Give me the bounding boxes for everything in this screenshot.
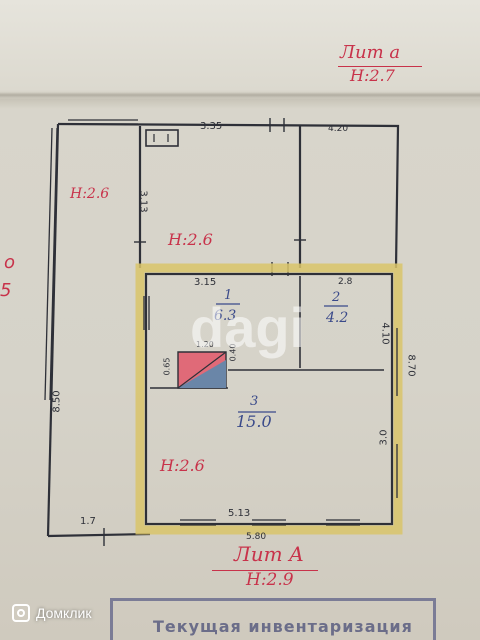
brand-name: Домклик: [36, 605, 92, 621]
main-house-fill: [135, 263, 403, 535]
edge-letter: о: [4, 252, 16, 273]
lit-a-big-label: Лит А: [234, 542, 305, 566]
room-1-number: 1: [224, 288, 233, 303]
brand-watermark: Домклик: [12, 604, 91, 622]
height-left-strip: Н:2.6: [70, 186, 110, 202]
fraction-lines: [216, 303, 348, 413]
window-top-left: [68, 119, 138, 125]
window-left: [44, 127, 58, 401]
dim-top-left: 3.35: [200, 121, 223, 132]
room-2-area: 4.2: [326, 310, 349, 326]
dim-bottom-left: 1.7: [80, 516, 96, 527]
dim-right-lower: 3.0: [378, 429, 390, 446]
height-veranda: Н:2.6: [168, 230, 213, 249]
lit-a-small-underline: [338, 66, 422, 67]
dim-stair-width: 1.20: [196, 340, 214, 349]
room-3-area: 15.0: [236, 412, 272, 431]
dim-stair-depth: 0.65: [162, 357, 172, 376]
dim-left-inner-vertical: 3.13: [137, 190, 149, 213]
domclick-logo-icon: [12, 604, 30, 622]
annex-walls: [46, 122, 400, 538]
watermark-center: dagi: [190, 296, 306, 359]
stove-icon: [177, 351, 227, 389]
dim-inner-top-right: 2.8: [338, 277, 353, 287]
height-main: Н:2.6: [160, 456, 205, 475]
main-house-walls: [144, 272, 394, 526]
dim-bottom-inner: 5.13: [228, 508, 251, 519]
dim-left-outer: 8.50: [51, 390, 63, 413]
edge-digit: 5: [0, 280, 12, 301]
dim-inner-top-left: 3.15: [194, 277, 217, 288]
lit-a-small-label: Лит а: [340, 42, 401, 63]
room-2-number: 2: [332, 290, 341, 305]
inventory-stamp: Текущая инвентаризация: [110, 598, 436, 640]
room-1-area: 6.3: [214, 308, 237, 324]
dim-top-right: 4.20: [328, 124, 349, 134]
room-3-number: 3: [250, 394, 259, 409]
main-windows: [143, 296, 398, 526]
lit-a-small-height: Н:2.7: [350, 66, 395, 85]
lit-a-big-height: Н:2.9: [246, 570, 294, 590]
dim-bottom-outer: 5.80: [246, 532, 267, 542]
dim-right-total: 8.70: [405, 354, 417, 377]
lit-a-big-underline: [212, 570, 318, 571]
paper-fold: [0, 92, 480, 98]
dim-right-upper: 4.10: [379, 322, 391, 345]
stove-box: [145, 129, 179, 147]
